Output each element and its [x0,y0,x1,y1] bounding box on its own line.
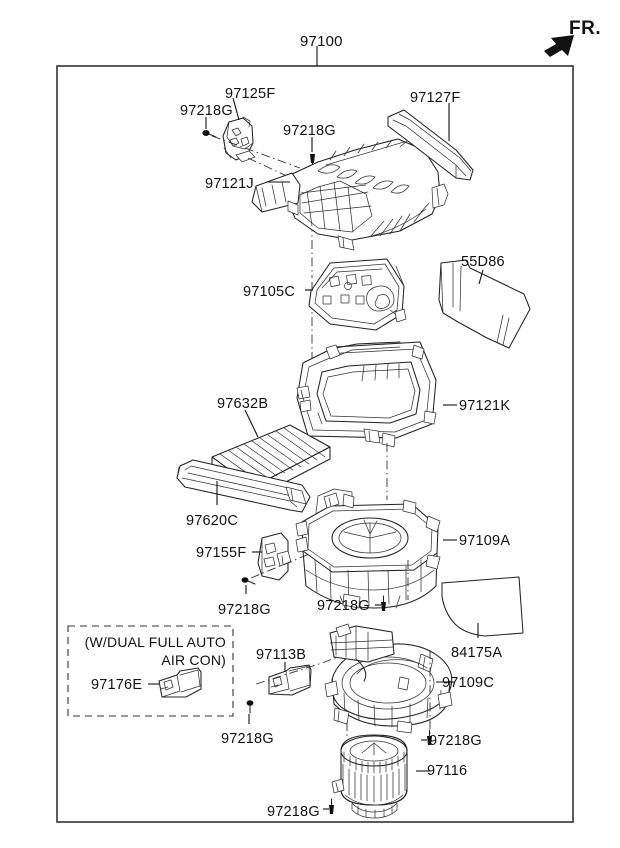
assembly-axis-97125F [211,135,301,169]
dual-auto-note-line1: (W/DUAL FULL AUTO [84,634,226,650]
part-97218G-screw-1 [202,130,217,138]
part-97218G-screw-5 [246,700,254,714]
callout-55D86: 55D86 [461,254,505,270]
part-97121K-heater-case-lower [296,341,437,448]
part-97125F-temperature-actuator [222,116,256,163]
part-97109C-blower-case-lower [324,623,453,734]
part-55D86-insulation-pad [438,259,531,349]
part-97109A-blower-case-upper [295,488,441,609]
callout-97121J: 97121J [205,176,254,192]
callout-97109A: 97109A [459,533,511,549]
orientation-label: FR. [569,18,602,39]
callout-97127F: 97127F [410,90,461,106]
leader-55D86 [478,269,484,285]
arrow-up-right-icon [544,35,574,57]
part-97218G-screw-3 [241,577,256,585]
part-97218G-screw-7 [329,798,334,814]
callout-97113B: 97113B [256,647,307,663]
callout-97109C: 97109C [442,675,494,691]
dual-auto-note-line2: AIR CON) [161,652,226,668]
callout-97176E: 97176E [91,677,143,693]
part-97218G-screw-6 [427,729,432,745]
part-97105C-heater-case-cover [308,258,407,331]
part-97121J-heater-case-upper [251,138,449,251]
part-97155F-intake-actuator [257,532,292,581]
callout-97125F: 97125F [225,86,276,102]
callout-97218G-5: 97218G [221,731,274,747]
callout-97105C: 97105C [243,284,295,300]
callout-97620C: 97620C [186,513,238,529]
part-97176E-intake-sensor [158,667,202,698]
callout-97121K: 97121K [459,398,511,414]
part-97116-blower-fan-motor [331,734,408,819]
callout-97218G-6: 97218G [429,733,482,749]
callout-97218G-3: 97218G [218,602,271,618]
dual-auto-option-box [67,625,234,717]
leader-97125F [232,97,240,121]
part-97113B-blower-resistor [268,664,312,696]
callout-97116: 97116 [427,763,468,779]
callout-97155F: 97155F [196,545,247,561]
part-97620C-filter-cover [176,459,311,513]
callout-97218G-4: 97218G [317,598,370,614]
part-84175A-insulation-panel [441,576,524,637]
callout-97218G-2: 97218G [283,123,336,139]
callout-84175A: 84175A [451,645,503,661]
diagram-border [56,65,574,823]
callout-97100: 97100 [300,33,343,50]
part-97218G-screw-4 [381,595,386,611]
part-97127F-heater-case-seal [387,109,474,181]
callout-97632B: 97632B [217,396,269,412]
callout-97218G-1: 97218G [180,103,233,119]
callout-97218G-7: 97218G [267,804,320,820]
leader-97632B [244,409,259,438]
